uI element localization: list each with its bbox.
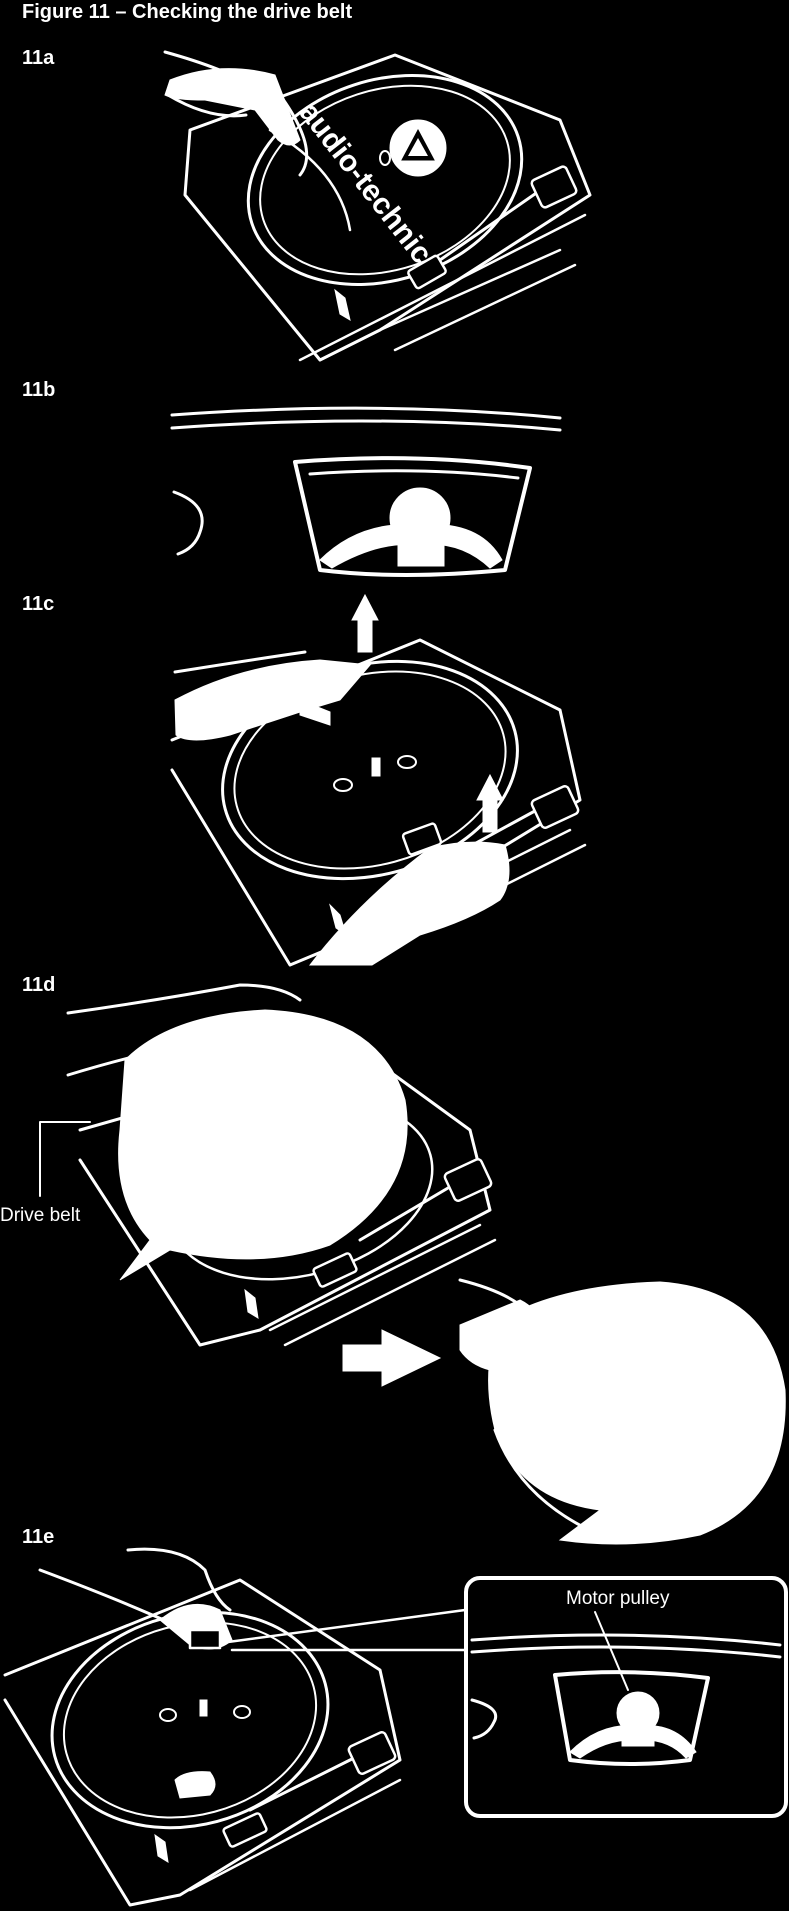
drive-belt-callout: Drive belt [0, 1205, 81, 1226]
panel-label-11b: 11b [22, 379, 56, 401]
motor-pulley-callout: Motor pulley [566, 1588, 670, 1609]
figure-title: Figure 11 – Checking the drive belt [22, 1, 353, 23]
motor-pulley-inset [464, 1576, 788, 1818]
panel-label-11a: 11a [22, 47, 55, 69]
panel-label-11e: 11e [22, 1526, 55, 1548]
panel-label-11d: 11d [22, 974, 56, 996]
panel-label-11c: 11c [22, 593, 55, 615]
panel-11d-illustration [39, 983, 786, 1545]
panel-11a-illustration: audio-technica [163, 50, 592, 362]
panel-11c-illustration [170, 593, 587, 967]
panel-11e-illustration [3, 1547, 467, 1907]
panel-11b-illustration [170, 406, 562, 577]
